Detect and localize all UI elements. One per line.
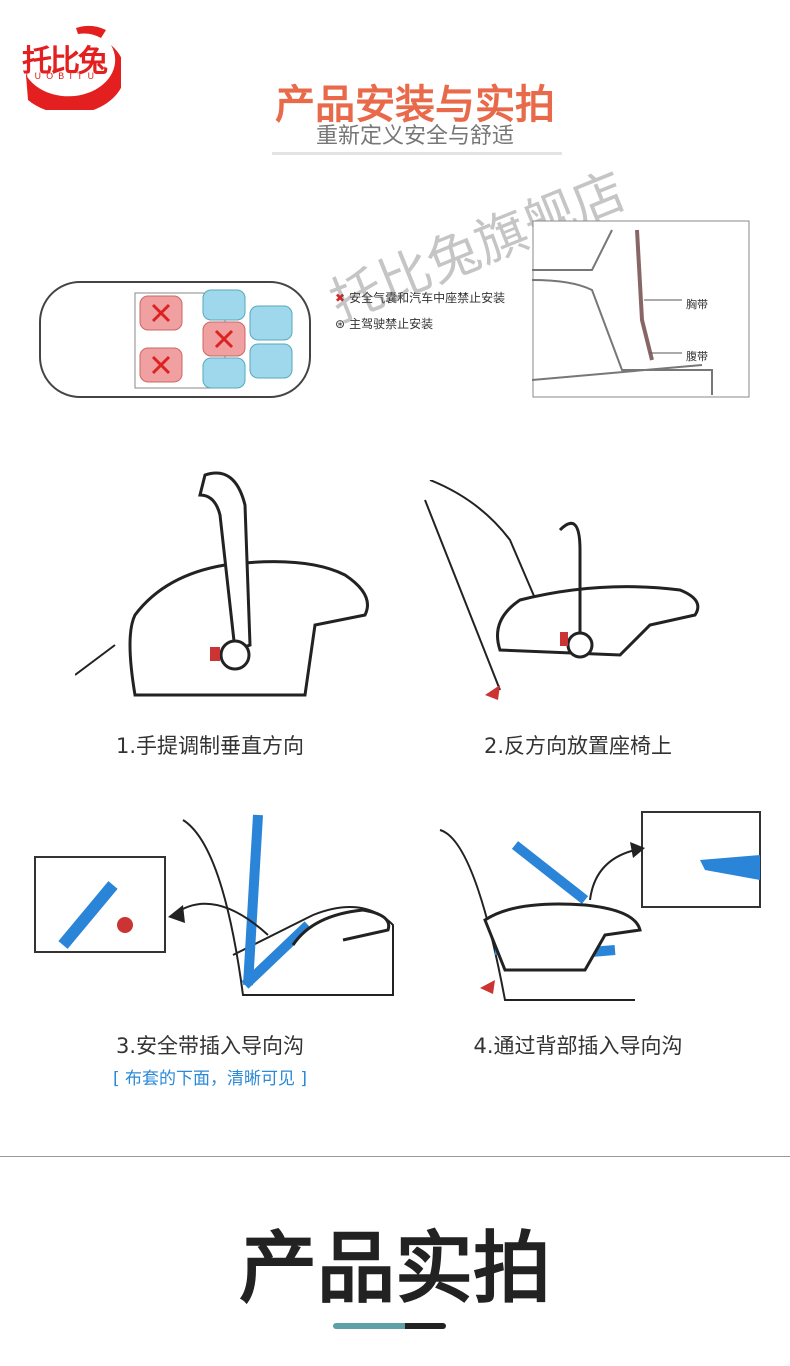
brand-logo: [26, 25, 121, 110]
step-3-caption: 3.安全带插入导向沟: [115, 1034, 305, 1058]
lap-belt-label: 腹带: [686, 350, 708, 363]
steering-wheel-icon: ⊛: [335, 316, 346, 331]
brand-latin: TUOBITU: [24, 72, 100, 82]
step-4-illustration: [439, 811, 761, 1001]
accent-bar-dark: [405, 1323, 446, 1329]
seat-belt-diagram: [532, 220, 750, 398]
step-3-note: [ 布套的下面，清晰可见 ]: [112, 1069, 308, 1089]
step-4-caption: 4.通过背部插入导向沟: [473, 1034, 683, 1058]
section-divider: [0, 1156, 790, 1157]
step-2-illustration: [424, 480, 700, 700]
step-2-caption: 2.反方向放置座椅上: [483, 734, 673, 758]
red-x-icon: ✖: [335, 290, 346, 305]
legend-item-airbag: ✖安全气囊和汽车中座禁止安装: [335, 290, 506, 306]
chest-belt-label: 胸带: [686, 298, 708, 311]
car-top-view-illustration: [39, 281, 311, 398]
accent-bar: [333, 1323, 405, 1329]
step-3-illustration: [34, 814, 394, 996]
section-title: 产品实拍: [238, 1224, 551, 1314]
title-underline: [272, 152, 562, 155]
page-subtitle: 重新定义安全与舒适: [315, 124, 514, 149]
step-1-caption: 1.手提调制垂直方向: [115, 734, 305, 758]
step-1-illustration: [75, 471, 369, 697]
brand-name: 托比兔: [22, 44, 108, 79]
legend-item-driver: ⊛主驾驶禁止安装: [335, 316, 434, 332]
page-title: 产品安装与实拍: [275, 82, 555, 128]
